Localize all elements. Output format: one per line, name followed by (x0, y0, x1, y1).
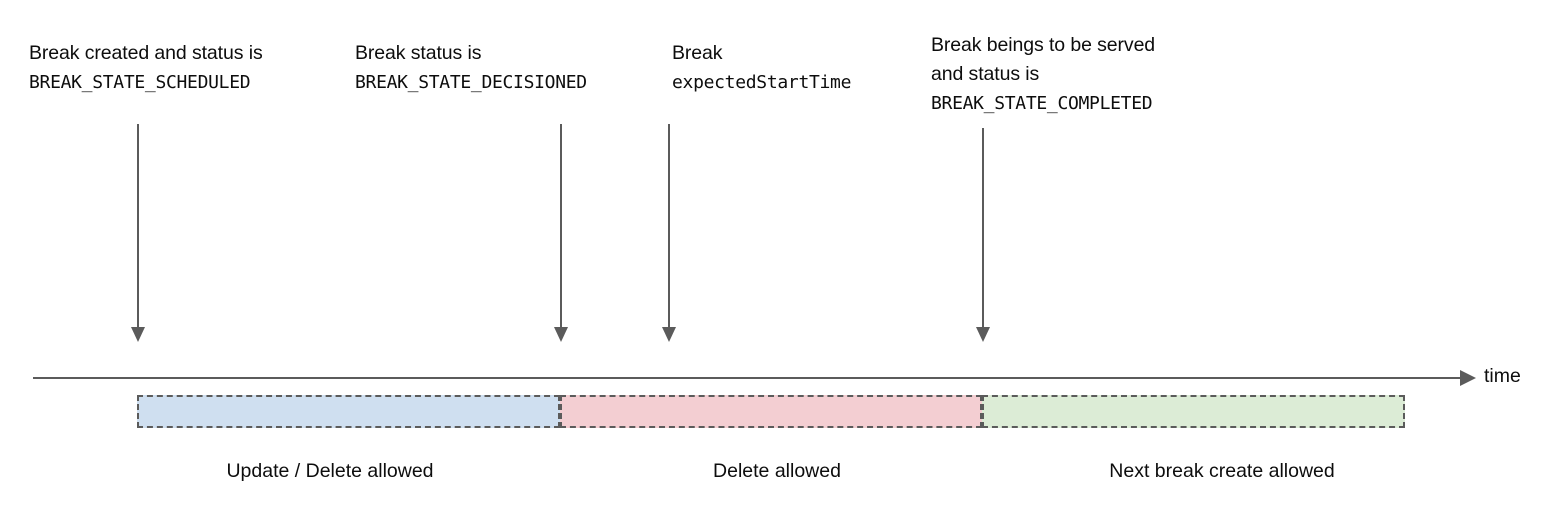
annotation-expected-start-time: Break expectedStartTime (672, 39, 851, 97)
annotation-expected-start-time-field: expectedStartTime (672, 72, 852, 93)
arrow-down-icon-decisioned (554, 124, 568, 342)
arrow-shaft (137, 124, 139, 328)
arrow-head (976, 327, 990, 342)
arrow-shaft (982, 128, 984, 328)
annotation-scheduled: Break created and status is BREAK_STATE_… (29, 39, 263, 97)
time-axis-label: time (1484, 365, 1521, 387)
phase-caption-delete-only: Delete allowed (713, 460, 841, 482)
phase-bar-delete-only (560, 395, 982, 428)
phase-caption-next-break-create: Next break create allowed (1109, 460, 1335, 482)
annotation-decisioned-state: BREAK_STATE_DECISIONED (355, 72, 587, 93)
annotation-completed-line2: and status is (931, 63, 1040, 85)
annotation-expected-start-time-line1: Break (672, 42, 723, 64)
time-axis-line (33, 377, 1470, 379)
annotation-scheduled-state: BREAK_STATE_SCHEDULED (29, 72, 251, 93)
annotation-completed-state: BREAK_STATE_COMPLETED (931, 93, 1153, 114)
arrow-down-icon-scheduled (131, 124, 145, 342)
arrow-head (131, 327, 145, 342)
arrow-shaft (560, 124, 562, 328)
annotation-completed-line1: Break beings to be served (931, 34, 1156, 56)
arrow-shaft (668, 124, 670, 328)
arrow-head (554, 327, 568, 342)
annotation-decisioned: Break status is BREAK_STATE_DECISIONED (355, 39, 587, 97)
phase-bar-update-delete (137, 395, 560, 428)
arrow-down-icon-completed (976, 128, 990, 342)
arrow-down-icon-expected-start-time (662, 124, 676, 342)
phase-caption-update-delete: Update / Delete allowed (226, 460, 434, 482)
annotation-decisioned-line1: Break status is (355, 42, 482, 64)
annotation-scheduled-line1: Break created and status is (29, 42, 263, 64)
annotation-completed: Break beings to be served and status is … (931, 31, 1155, 118)
phase-bar-next-break-create (982, 395, 1405, 428)
arrow-right-icon (1460, 370, 1476, 386)
arrow-head (662, 327, 676, 342)
